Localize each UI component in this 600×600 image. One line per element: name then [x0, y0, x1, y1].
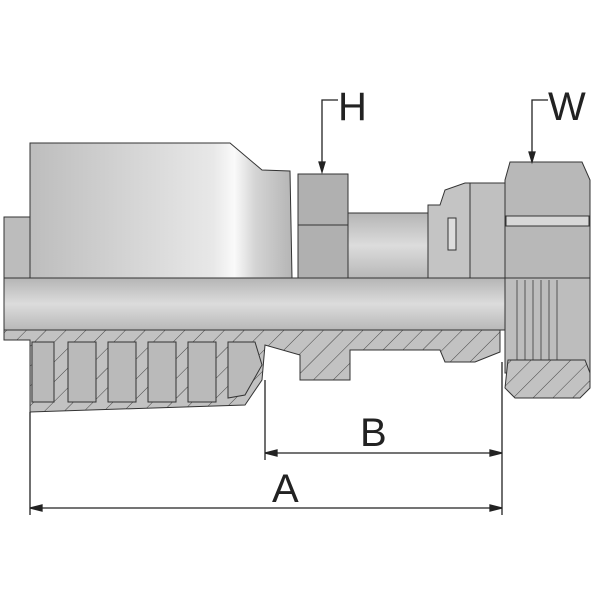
label-h: H: [338, 85, 367, 129]
hex-h: [297, 173, 349, 279]
label-b: B: [360, 411, 387, 455]
pipe: [3, 277, 507, 331]
leader-w: [531, 99, 548, 160]
hose-stub: [3, 216, 33, 279]
ferrule: [29, 142, 293, 279]
tube: [347, 212, 429, 279]
label-a: A: [272, 467, 299, 511]
nut-threads: [504, 277, 591, 374]
label-w: W: [548, 85, 586, 129]
leader-h: [321, 99, 338, 170]
